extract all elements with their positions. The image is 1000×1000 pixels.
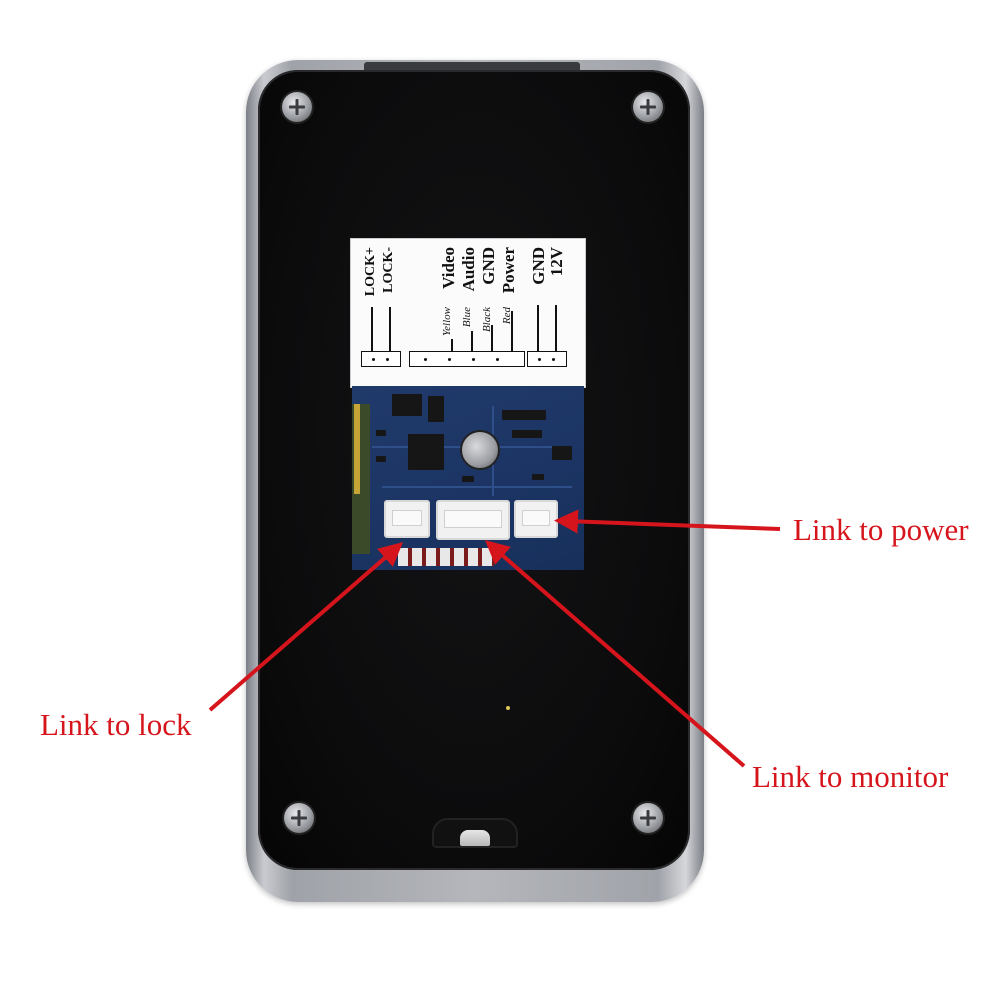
screw-icon: [284, 803, 314, 833]
board-edge-copper: [354, 404, 360, 494]
wire-line: [451, 339, 453, 351]
monitor-socket: [436, 500, 510, 540]
screw-icon: [282, 92, 312, 122]
power-socket: [514, 500, 558, 538]
screw-icon: [633, 803, 663, 833]
annotation-monitor: Link to monitor: [752, 759, 949, 794]
annotation-lock: Link to lock: [40, 707, 192, 742]
lock-socket: [384, 500, 430, 538]
monitor-arrow: [484, 540, 746, 768]
annotation-power: Link to power: [793, 512, 969, 547]
indicator-dot: [506, 706, 510, 710]
wire-line: [511, 311, 513, 351]
mounting-slot: [460, 830, 490, 846]
screw-icon: [633, 92, 663, 122]
wire-line: [371, 307, 373, 351]
wiring-label: 12V GND Power GND Audio Video Red Black …: [350, 238, 586, 388]
label-connector-power: [527, 351, 567, 367]
wire-line: [389, 307, 391, 351]
wire-line: [491, 325, 493, 351]
capacitor: [460, 430, 500, 470]
label-connector-monitor: [409, 351, 525, 367]
label-connector-lock: [361, 351, 401, 367]
pin-header: [398, 548, 494, 566]
wire-line: [555, 305, 557, 351]
wire-line: [471, 331, 473, 351]
wire-line: [537, 305, 539, 351]
power-arrow: [554, 509, 781, 534]
lock-arrow: [208, 542, 404, 712]
